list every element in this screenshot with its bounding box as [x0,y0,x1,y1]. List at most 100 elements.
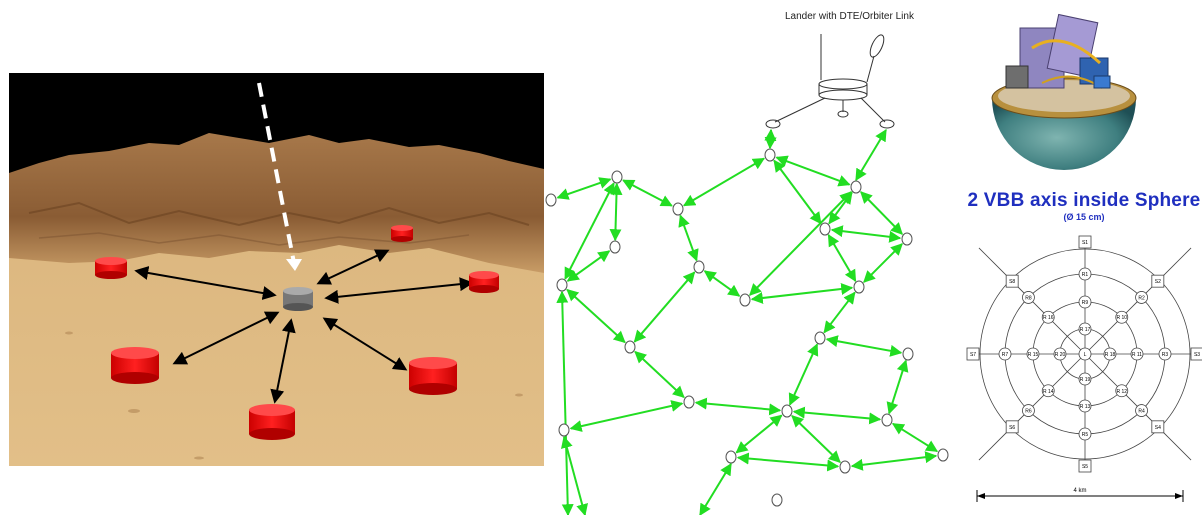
lander-link [855,128,887,182]
network-node [781,404,793,418]
network-node [853,280,865,294]
network-link [788,343,819,406]
scale-bar: 4 km [976,488,1184,502]
array-node: R 20 [1053,347,1067,361]
network-link [860,191,903,235]
network-node [819,222,831,236]
array-station: S7 [966,347,980,361]
array-node: R5 [1078,427,1092,441]
link-5 [270,318,296,404]
array-node-label: R 10 [1116,315,1127,321]
mars-terrain-image [9,73,544,466]
network-node [556,278,568,292]
array-node: L [1078,347,1092,361]
link-4 [172,311,280,365]
array-node: R 17 [1078,322,1092,336]
mesa-ridge [28,201,530,227]
network-link [850,451,938,471]
link-1 [134,266,277,300]
sphere-caption-title: 2 VBB axis inside Sphere [967,190,1201,211]
array-node: R8 [1022,291,1035,304]
network-link [791,415,841,463]
station-3 [469,271,499,293]
array-node-label: R 16 [1043,315,1054,321]
array-node-label: R 11 [1132,352,1142,358]
network-node [611,170,623,184]
network-link [556,177,612,200]
network-link [825,335,903,357]
array-node: R 13 [1078,399,1092,413]
network-node [902,347,914,361]
array-node-label: R7 [1002,352,1009,358]
descent-path [257,82,296,264]
array-station-label: S3 [1194,352,1200,358]
array-node: R2 [1135,291,1148,304]
array-node: R4 [1135,404,1148,417]
vbb-sphere-image [991,13,1137,170]
network-node [881,413,893,427]
network-link [773,159,822,225]
network-link [891,422,939,453]
network-link [566,288,626,344]
link-6 [322,317,408,371]
array-node: R 12 [1115,384,1129,398]
network-node [545,193,557,207]
array-node-label: R 19 [1080,377,1091,383]
scale-label: 4 km [1073,488,1086,494]
network-link [736,452,840,472]
network-node [683,395,695,409]
array-node: R 15 [1026,347,1040,361]
array-node: R3 [1158,347,1172,361]
station-6 [409,357,457,395]
network-link [886,359,909,415]
network-node [693,260,705,274]
array-node-label: R 12 [1116,389,1127,395]
array-node-label: R 14 [1043,389,1054,395]
array-station-label: S4 [1155,425,1161,431]
array-node: R1 [1078,267,1092,281]
network-link [823,291,856,334]
station-2 [391,225,413,242]
network-link [566,250,611,282]
mesa [9,133,544,273]
network-link [634,350,685,399]
array-station-label: S7 [970,352,976,358]
network-link [609,182,623,242]
network-link [827,234,857,282]
array-station-label: S1 [1082,240,1088,246]
network-link [683,157,765,207]
network-link [830,225,902,243]
array-station-label: S8 [1009,279,1015,285]
array-node: R 16 [1041,310,1055,324]
station-5 [249,404,295,440]
array-station: S3 [1190,347,1202,361]
central-lander [283,287,313,311]
array-node-label: R5 [1082,432,1089,438]
array-station-label: S2 [1155,279,1161,285]
network-node [901,232,913,246]
network-node [558,423,570,437]
array-node: R6 [1022,404,1035,417]
array-node: R 19 [1078,372,1092,386]
array-station: S5 [1078,459,1092,473]
array-station-label: S6 [1009,425,1015,431]
network-link [699,462,732,515]
network-node [725,450,737,464]
network-node [850,180,862,194]
network-node [764,148,776,162]
array-node-label: R 17 [1080,327,1091,333]
network-link [749,191,852,296]
network-link [694,397,782,416]
array-station: S6 [1005,420,1019,434]
array-node: R 10 [1115,310,1129,324]
network-link [735,414,783,454]
lander-link [764,128,777,150]
network-link [863,243,903,283]
network-link [792,406,882,425]
network-link [775,155,851,187]
station-4 [111,347,159,384]
network-link [828,191,853,225]
array-node-label: R 15 [1028,352,1039,358]
array-node-label: R3 [1162,352,1169,358]
